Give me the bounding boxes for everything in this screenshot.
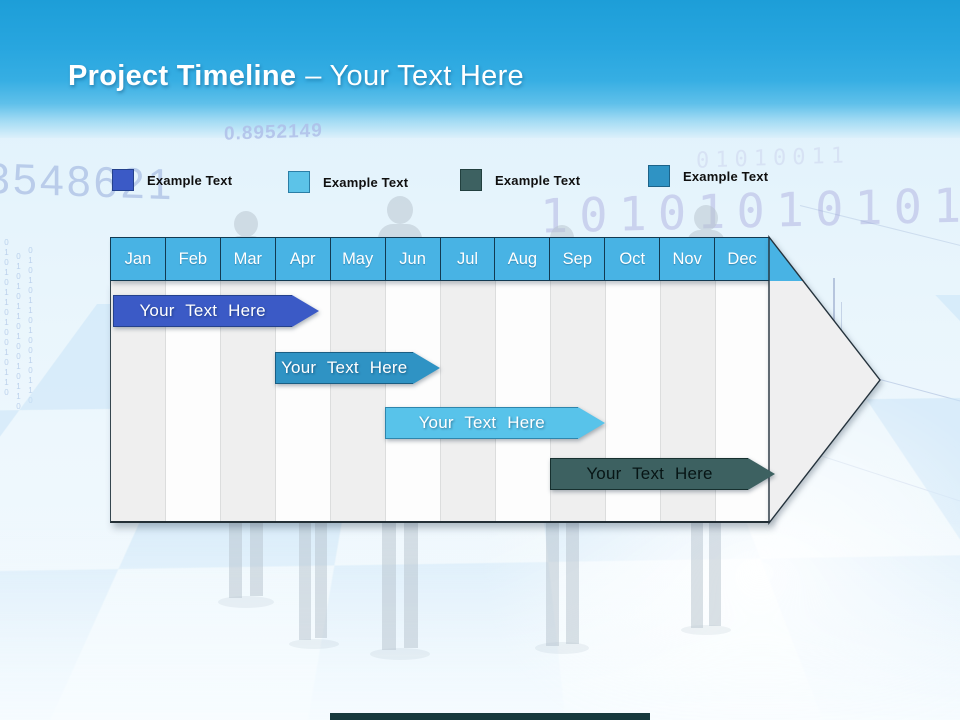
month-header-cell[interactable]: Nov xyxy=(660,238,716,280)
month-header-cell[interactable]: May xyxy=(330,238,386,280)
bar-body: Your Text Here xyxy=(275,352,413,384)
timeline-bar[interactable]: Your Text Here xyxy=(385,407,605,439)
month-column xyxy=(331,281,386,521)
month-header-cell[interactable]: Sep xyxy=(550,238,606,280)
bar-body: Your Text Here xyxy=(112,295,292,327)
arrow-outline xyxy=(768,234,881,526)
timeline-bar[interactable]: Your Text Here xyxy=(550,458,775,490)
month-header-cell[interactable]: Oct xyxy=(605,238,661,280)
bar-body: Your Text Here xyxy=(385,407,578,439)
arrow-body xyxy=(769,237,880,523)
legend-swatch xyxy=(112,169,134,191)
legend-label: Example Text xyxy=(683,168,769,184)
legend-label: Example Text xyxy=(323,174,409,190)
bar-label: Your Text Here xyxy=(586,464,713,483)
header-gradient-band xyxy=(0,0,960,138)
legend-swatch xyxy=(648,165,670,187)
month-column xyxy=(386,281,441,521)
bar-label: Your Text Here xyxy=(281,358,408,377)
legend-swatch xyxy=(288,171,310,193)
bar-arrow-tip xyxy=(291,295,319,327)
month-header-cell[interactable]: Jun xyxy=(385,238,441,280)
arrow-head-blue xyxy=(769,237,803,281)
bar-label: Your Text Here xyxy=(139,301,266,320)
bar-body: Your Text Here xyxy=(550,458,748,490)
bar-arrow-tip xyxy=(412,352,440,384)
footer-bar xyxy=(330,713,650,720)
timeline-bar[interactable]: Your Text Here xyxy=(275,352,440,384)
month-header-cell[interactable]: Jul xyxy=(440,238,496,280)
month-column xyxy=(441,281,496,521)
month-header-cell[interactable]: Jan xyxy=(111,238,166,280)
timeline-bar[interactable]: Your Text Here xyxy=(112,295,319,327)
legend-item[interactable]: Example Text xyxy=(460,169,580,191)
month-column xyxy=(496,281,551,521)
slide-title[interactable]: Project Timeline– Your Text Here xyxy=(68,60,524,93)
legend-item[interactable]: Example Text xyxy=(648,165,768,187)
legend-swatch xyxy=(460,169,482,191)
bar-label: Your Text Here xyxy=(418,413,545,432)
title-secondary: – Your Text Here xyxy=(305,60,524,92)
bar-arrow-tip xyxy=(748,458,775,490)
title-primary: Project Timeline xyxy=(68,60,297,92)
bar-arrow-tip xyxy=(577,407,605,439)
month-header-cell[interactable]: Feb xyxy=(165,238,221,280)
month-header-cell[interactable]: Mar xyxy=(220,238,276,280)
month-header-cell[interactable]: Apr xyxy=(275,238,331,280)
month-header-cell[interactable]: Dec xyxy=(715,238,770,280)
legend-item[interactable]: Example Text xyxy=(112,169,232,191)
legend-label: Example Text xyxy=(147,172,233,188)
legend-label: Example Text xyxy=(495,172,581,188)
month-header-cell[interactable]: Aug xyxy=(495,238,551,280)
legend-item[interactable]: Example Text xyxy=(288,171,408,193)
